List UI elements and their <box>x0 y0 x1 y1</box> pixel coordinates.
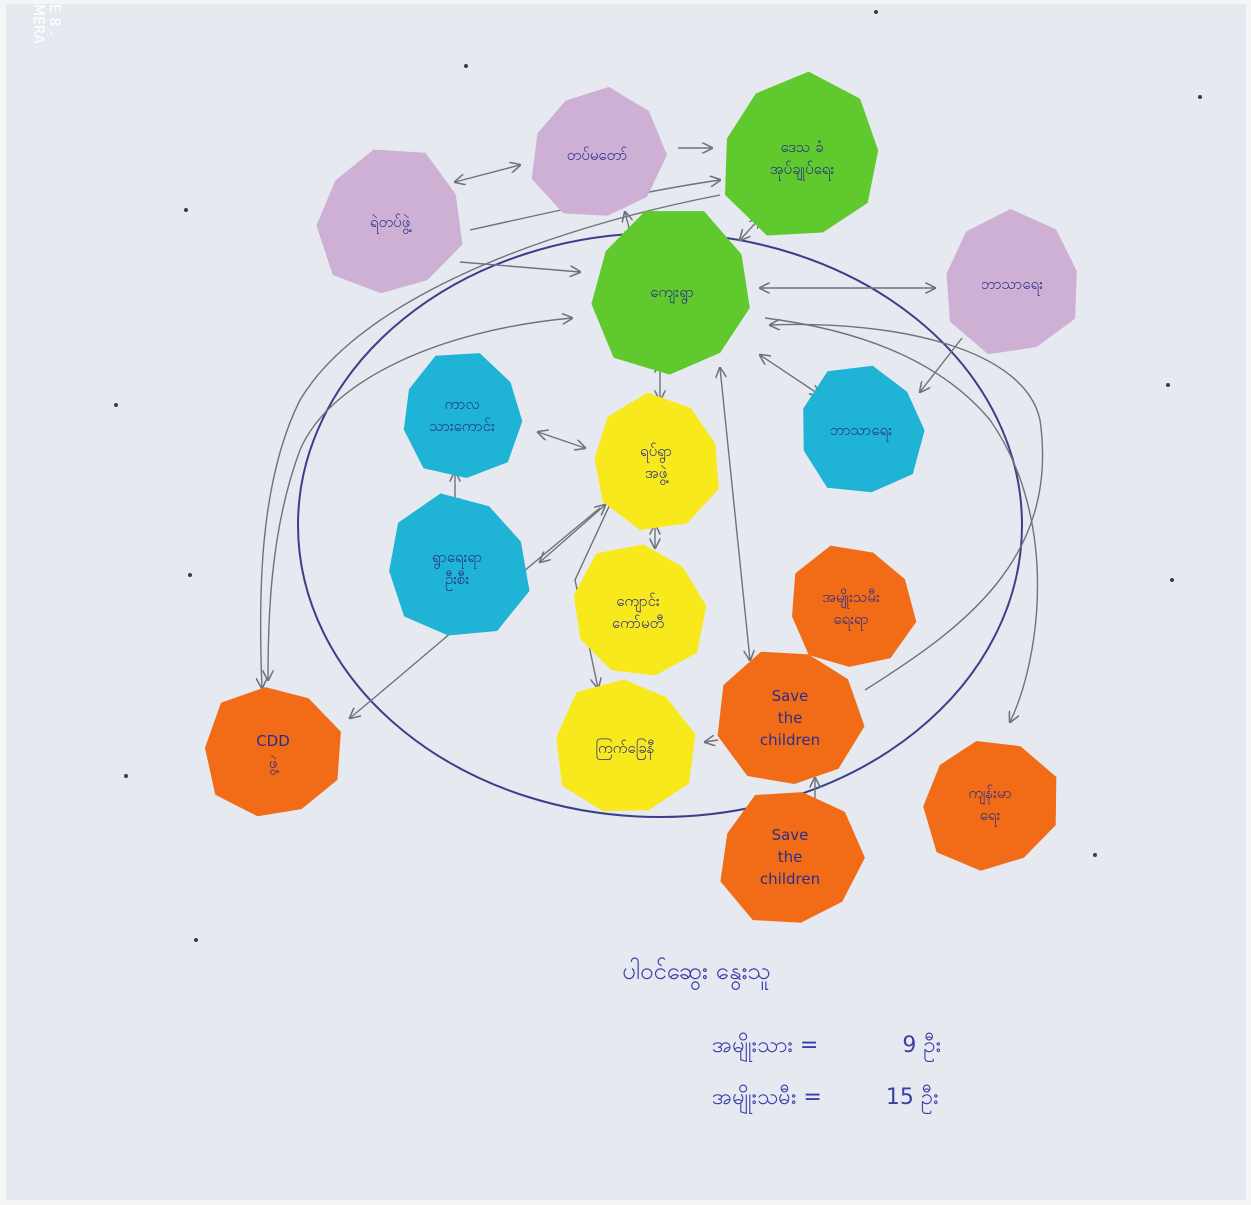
node-shape-orange-right-bottom <box>923 741 1057 871</box>
node-shape-orange-stc-inner <box>717 651 865 784</box>
participants-unit-male: ဦး <box>923 1033 942 1058</box>
node-cyan-left-top: ကာလသားကောင်း <box>403 353 523 478</box>
node-label-orange-stc-outer-1: the <box>778 848 803 866</box>
node-label-orange-right-bottom-1: ရေး <box>980 806 1001 827</box>
node-label-orange-stc-inner-1: the <box>778 709 803 727</box>
edge-village-cyanright <box>760 355 820 395</box>
node-label-orange-right-top-0: အမျိုးသမီး <box>822 588 880 609</box>
node-label-orange-cdd-0: CDD <box>256 732 290 750</box>
node-orange-right-bottom: ကျန်းမာရေး <box>923 741 1057 871</box>
node-label-orange-stc-inner-0: Save <box>772 687 809 705</box>
node-label-cyan-left-top-1: သားကောင်း <box>429 417 495 435</box>
node-cyan-right: ဘာသာရေး <box>803 365 925 493</box>
node-purple-top: တပ်မတော် <box>531 86 667 216</box>
participants-heading: ပါဝင်ဆွေး နွေးသူ <box>622 957 771 985</box>
node-shape-purple-left <box>316 149 463 294</box>
edge-village-stc <box>720 368 750 660</box>
edge-police-army <box>455 165 520 182</box>
node-label-yellow-bottom-0: ကြက်ခြေနီ <box>595 738 654 760</box>
edge-village-health <box>764 317 1039 722</box>
node-purple-left: ရဲတပ်ဖွဲ့ <box>316 149 463 294</box>
node-label-orange-right-top-1: ရေးရာ <box>833 610 868 631</box>
participants-value-male: 9 <box>902 1033 917 1058</box>
participants-row-male: အမျိုးသား = 9 ဦး <box>712 1030 941 1063</box>
node-label-orange-stc-outer-0: Save <box>772 826 809 844</box>
camera-watermark: E 8 . MERA <box>2 4 62 44</box>
participants-value-female: 15 <box>885 1085 914 1110</box>
edge-village-cdd <box>268 318 572 680</box>
node-shape-yellow-mid <box>573 544 707 676</box>
node-label-yellow-mid-0: ကျောင်း <box>616 592 660 613</box>
camera-watermark-line-2: MERA <box>30 4 46 44</box>
node-shape-purple-top <box>531 86 667 216</box>
node-label-yellow-center-0: ရပ်ရွာ <box>640 442 672 463</box>
node-shape-green-center <box>591 211 750 375</box>
node-green-top: ဒေသ ခံအုပ်ချုပ်ရေး <box>725 71 879 236</box>
node-layer: တပ်မတော်ရဲတပ်ဖွဲ့ ဒေသ ခံအုပ်ချုပ်ရေးကျေးရ… <box>205 71 1077 923</box>
node-shape-purple-right <box>946 209 1077 355</box>
node-label-purple-right-0: ဘာသာရေး <box>981 275 1043 296</box>
participants-unit-female: ဦး <box>920 1085 939 1110</box>
edge-yellow-redcross <box>574 499 613 688</box>
node-label-cyan-left-bottom-0: ရွာရေးရာ <box>432 548 482 569</box>
node-label-orange-stc-outer-2: children <box>760 870 820 888</box>
node-shape-yellow-center <box>594 392 719 530</box>
node-label-purple-top-0: တပ်မတော် <box>567 146 628 164</box>
node-shape-green-top <box>725 71 879 236</box>
node-label-orange-stc-inner-2: children <box>760 731 820 749</box>
node-purple-right: ဘာသာရေး <box>946 209 1077 355</box>
edge-stc-redcross <box>705 740 719 742</box>
node-label-yellow-center-1: အဖွဲ့ <box>645 464 670 485</box>
node-yellow-center: ရပ်ရွာအဖွဲ့ <box>594 392 719 530</box>
node-label-cyan-left-top-0: ကာလ <box>445 395 480 413</box>
node-label-orange-cdd-1: ဖွဲ့ <box>269 754 280 775</box>
node-label-green-top-1: အုပ်ချုပ်ရေး <box>770 160 835 181</box>
node-label-green-center-0: ကျေးရွာ <box>650 283 694 304</box>
node-shape-orange-right-top <box>792 545 917 667</box>
pencil-dots <box>114 10 1202 942</box>
node-label-cyan-right-0: ဘာသာရေး <box>830 421 892 442</box>
node-yellow-bottom: ကြက်ခြေနီ <box>556 679 696 812</box>
node-shape-cyan-left-top <box>403 353 523 478</box>
node-shape-cyan-left-bottom <box>389 493 530 636</box>
node-cyan-left-bottom: ရွာရေးရာဦးစီး <box>389 493 530 636</box>
node-label-cyan-left-bottom-1: ဦးစီး <box>445 570 470 591</box>
node-shape-orange-cdd <box>205 687 341 817</box>
node-orange-stc-outer: Save the children <box>720 792 865 923</box>
node-shape-orange-stc-outer <box>720 792 865 923</box>
node-label-orange-right-bottom-0: ကျန်းမာ <box>968 784 1011 805</box>
node-orange-stc-inner: Save the children <box>717 651 865 784</box>
node-orange-right-top: အမျိုးသမီးရေးရာ <box>792 545 917 667</box>
node-orange-cdd: CDD ဖွဲ့ <box>205 687 341 817</box>
participants-label-male: အမျိုးသား = <box>712 1033 819 1058</box>
edge-stc-village-loop <box>770 324 1044 691</box>
node-green-center: ကျေးရွာ <box>591 211 750 375</box>
node-label-yellow-mid-1: ကော်မတီ <box>612 614 664 632</box>
node-label-purple-left-0: ရဲတပ်ဖွဲ့ <box>370 213 413 234</box>
participants-label-female: အမျိုးသမီး = <box>712 1085 822 1110</box>
node-yellow-mid: ကျောင်းကော်မတီ <box>573 544 707 676</box>
connector-group <box>261 148 1044 800</box>
camera-watermark-line-1: E 8 . <box>46 4 62 36</box>
node-shape-yellow-bottom <box>556 679 696 812</box>
edge-admin-cdd <box>261 194 721 688</box>
edge-police-village <box>459 261 580 272</box>
node-label-green-top-0: ဒေသ ခံ <box>780 138 823 156</box>
node-shape-cyan-right <box>803 365 925 493</box>
participants-row-female: အမျိုးသမီး = 15 ဦး <box>712 1082 939 1115</box>
